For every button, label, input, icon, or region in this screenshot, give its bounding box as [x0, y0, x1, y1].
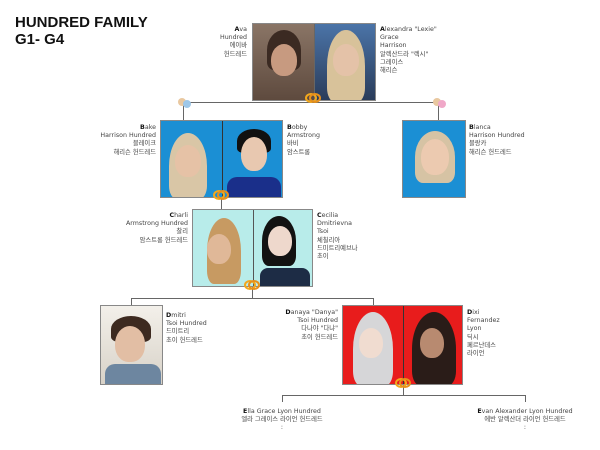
name: 그레이스 — [380, 58, 404, 66]
continuation-mark: : — [280, 424, 284, 432]
name: 드미트리예브나 — [317, 244, 358, 252]
name: Ella Grace Lyon Hundred — [243, 408, 321, 415]
name: 암스트롱 헌드레드 — [139, 236, 188, 244]
connector — [131, 298, 374, 299]
name: 초이 헌드레드 — [166, 336, 203, 344]
name: 체칠리아 — [317, 236, 341, 244]
name: 알렉산드라 "렉시" — [380, 50, 429, 58]
connector — [438, 102, 439, 120]
photo-dmitri — [100, 305, 163, 385]
baby-icon — [178, 98, 191, 108]
name: 엘라 그레이스 라이언 헌드레드 — [241, 416, 323, 424]
name: Tsoi Hundred — [297, 317, 338, 325]
wedding-rings-icon — [395, 378, 411, 388]
name: Dmitrievna — [317, 220, 352, 228]
name: 초이 — [317, 253, 329, 261]
name: 블랑카 — [469, 140, 487, 148]
name: Blanca — [469, 124, 491, 131]
name: 해리슨 — [380, 67, 398, 75]
name: Fernandez — [467, 317, 500, 325]
name: Armstrong Hundred — [126, 220, 188, 228]
connector — [525, 395, 526, 402]
connector — [183, 102, 184, 120]
name: 찰리 — [176, 228, 188, 236]
name: Cecilia — [317, 212, 339, 219]
continuation-mark: : — [523, 424, 527, 432]
name: Charli — [169, 212, 188, 219]
connector — [221, 197, 222, 209]
name: 다나야 "다냐" — [301, 325, 338, 333]
connector — [403, 385, 404, 396]
name: Dmitri — [166, 312, 186, 319]
photo-blanca — [402, 120, 466, 198]
name: 초이 헌드레드 — [301, 333, 338, 341]
name: Harrison Hundred — [469, 132, 525, 140]
name: 바비 — [287, 140, 299, 148]
connector — [252, 287, 253, 299]
name: 라이언 — [467, 350, 485, 358]
name: Hundred — [219, 34, 247, 42]
title-line-1: HUNDRED FAMILY — [15, 14, 148, 31]
name: 딕시 — [467, 333, 479, 341]
name: 블레이크 — [132, 140, 156, 148]
name: 에이바 — [229, 42, 247, 50]
name: Harrison Hundred — [100, 132, 156, 140]
wedding-rings-icon — [305, 93, 321, 103]
name: Grace — [380, 34, 399, 42]
name: Tsoi Hundred — [166, 320, 207, 328]
couple-photo-g3 — [192, 209, 313, 287]
couple-photo-g2 — [160, 120, 283, 198]
connector — [282, 395, 283, 402]
baby-icon — [433, 98, 446, 108]
name: Tsoi — [317, 228, 329, 236]
couple-photo-g1 — [252, 23, 376, 101]
couple-photo-g4 — [342, 305, 463, 385]
name: 헌드레드 — [223, 50, 247, 58]
connector — [373, 298, 374, 305]
wedding-rings-icon — [213, 190, 229, 200]
page-title: HUNDRED FAMILY G1- G4 — [15, 14, 148, 48]
name: Harrison — [380, 42, 407, 50]
name: 암스트롱 — [287, 148, 311, 156]
name: 해리슨 헌드레드 — [113, 148, 156, 156]
name: 드미트리 — [166, 328, 190, 336]
name: Bobby — [287, 124, 308, 131]
connector — [282, 395, 526, 396]
name: Dixi — [467, 309, 480, 316]
name: Alexandra "Lexie" — [380, 26, 437, 33]
name: 페르난데스 — [467, 341, 496, 349]
name: 해리슨 헌드레드 — [469, 148, 512, 156]
name: Bake — [140, 124, 156, 131]
wedding-rings-icon — [244, 280, 260, 290]
name: Evan Alexander Lyon Hundred — [477, 408, 573, 415]
name: Armstrong — [287, 132, 320, 140]
connector — [131, 298, 132, 305]
title-line-2: G1- G4 — [15, 31, 65, 48]
name: Ava — [234, 26, 247, 33]
name: 에반 알렉산더 라이언 헌드레드 — [484, 416, 566, 424]
name: Lyon — [467, 325, 482, 333]
name: Danaya "Danya" — [285, 309, 338, 316]
